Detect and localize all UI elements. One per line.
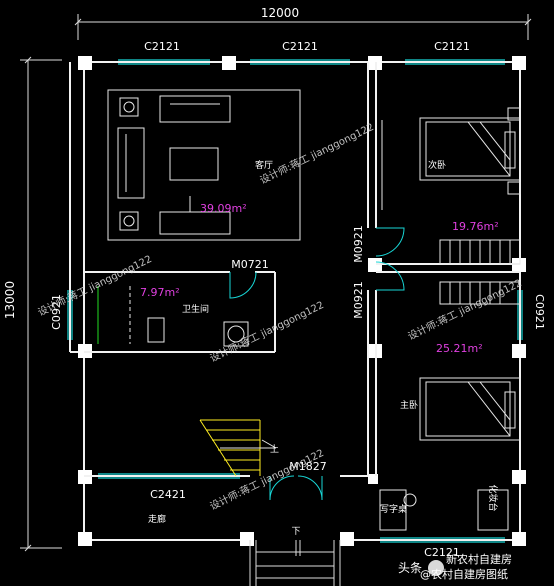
door-label-lower-bedroom: M0921 [352,281,365,319]
bottom-windows [98,473,505,543]
window-label-bottom-right: C2121 [424,546,460,559]
dresser-name: 化妆台 [487,484,499,511]
svg-text:设计师:蒋工 jianggong122: 设计师:蒋工 jianggong122 [208,446,326,513]
left-dimension: 13000 [3,56,62,552]
total-width-label: 12000 [261,6,299,20]
upper-bedroom-furniture [381,107,521,265]
main-entry-door [269,475,323,501]
total-depth-label: 13000 [3,281,17,319]
upper-bedroom-door [375,227,405,257]
study-desk-name: 写字桌 [380,503,407,515]
footer-source-name: @农村自建房图纸 [420,567,508,581]
door-label-main-entry: M1827 [289,460,327,473]
top-windows [118,59,505,65]
upper-bedroom-area: 19.76m² [452,220,499,233]
svg-text:设计师:蒋工 jianggong122: 设计师:蒋工 jianggong122 [208,298,326,365]
stair-up-label: 上 [270,444,279,455]
window-label-left: C0921 [50,294,63,330]
living-room-area: 39.09m² [200,202,247,215]
window-label-right: C0921 [533,294,546,330]
corridor-name: 走廊 [148,513,166,525]
side-windows [67,290,523,340]
door-label-bathroom: M0721 [231,258,269,271]
lower-bedroom-door [375,261,405,291]
top-dimension: 12000 [74,6,532,40]
svg-text:设计师:蒋工 jianggong122: 设计师:蒋工 jianggong122 [406,276,524,343]
columns [78,56,526,546]
svg-text:设计师:蒋工 jianggong122: 设计师:蒋工 jianggong122 [258,120,376,187]
watermarks: 设计师:蒋工 jianggong122 设计师:蒋工 jianggong122 … [36,120,524,513]
upper-bedroom-name: 次卧 [428,159,446,171]
footer-overlay-text: 新农村自建房 [446,552,512,566]
window-label-top-left: C2121 [144,40,180,53]
entry-steps [249,540,341,586]
staircase [199,419,277,477]
living-room-name: 客厅 [255,159,273,171]
footer-source-prefix: 头条 [398,561,422,575]
bathroom-area: 7.97m² [140,286,180,299]
master-bedroom-area: 25.21m² [436,342,483,355]
stair-down-label: 下 [291,527,300,537]
window-label-top-mid: C2121 [282,40,318,53]
svg-text:设计师:蒋工 jianggong122: 设计师:蒋工 jianggong122 [36,252,154,319]
bathroom-name: 卫生间 [182,303,209,315]
footer-overlay: 头条 新农村自建房 @农村自建房图纸 [398,552,512,581]
window-label-top-right: C2121 [434,40,470,53]
interior-walls [84,62,520,477]
living-room-furniture [107,89,301,241]
door-label-upper-bedroom: M0921 [352,225,365,263]
master-bedroom-name: 主卧 [400,399,418,411]
bathroom-fixtures [97,271,257,347]
master-bedroom-furniture [379,281,521,531]
window-label-bottom-left: C2421 [150,488,186,501]
